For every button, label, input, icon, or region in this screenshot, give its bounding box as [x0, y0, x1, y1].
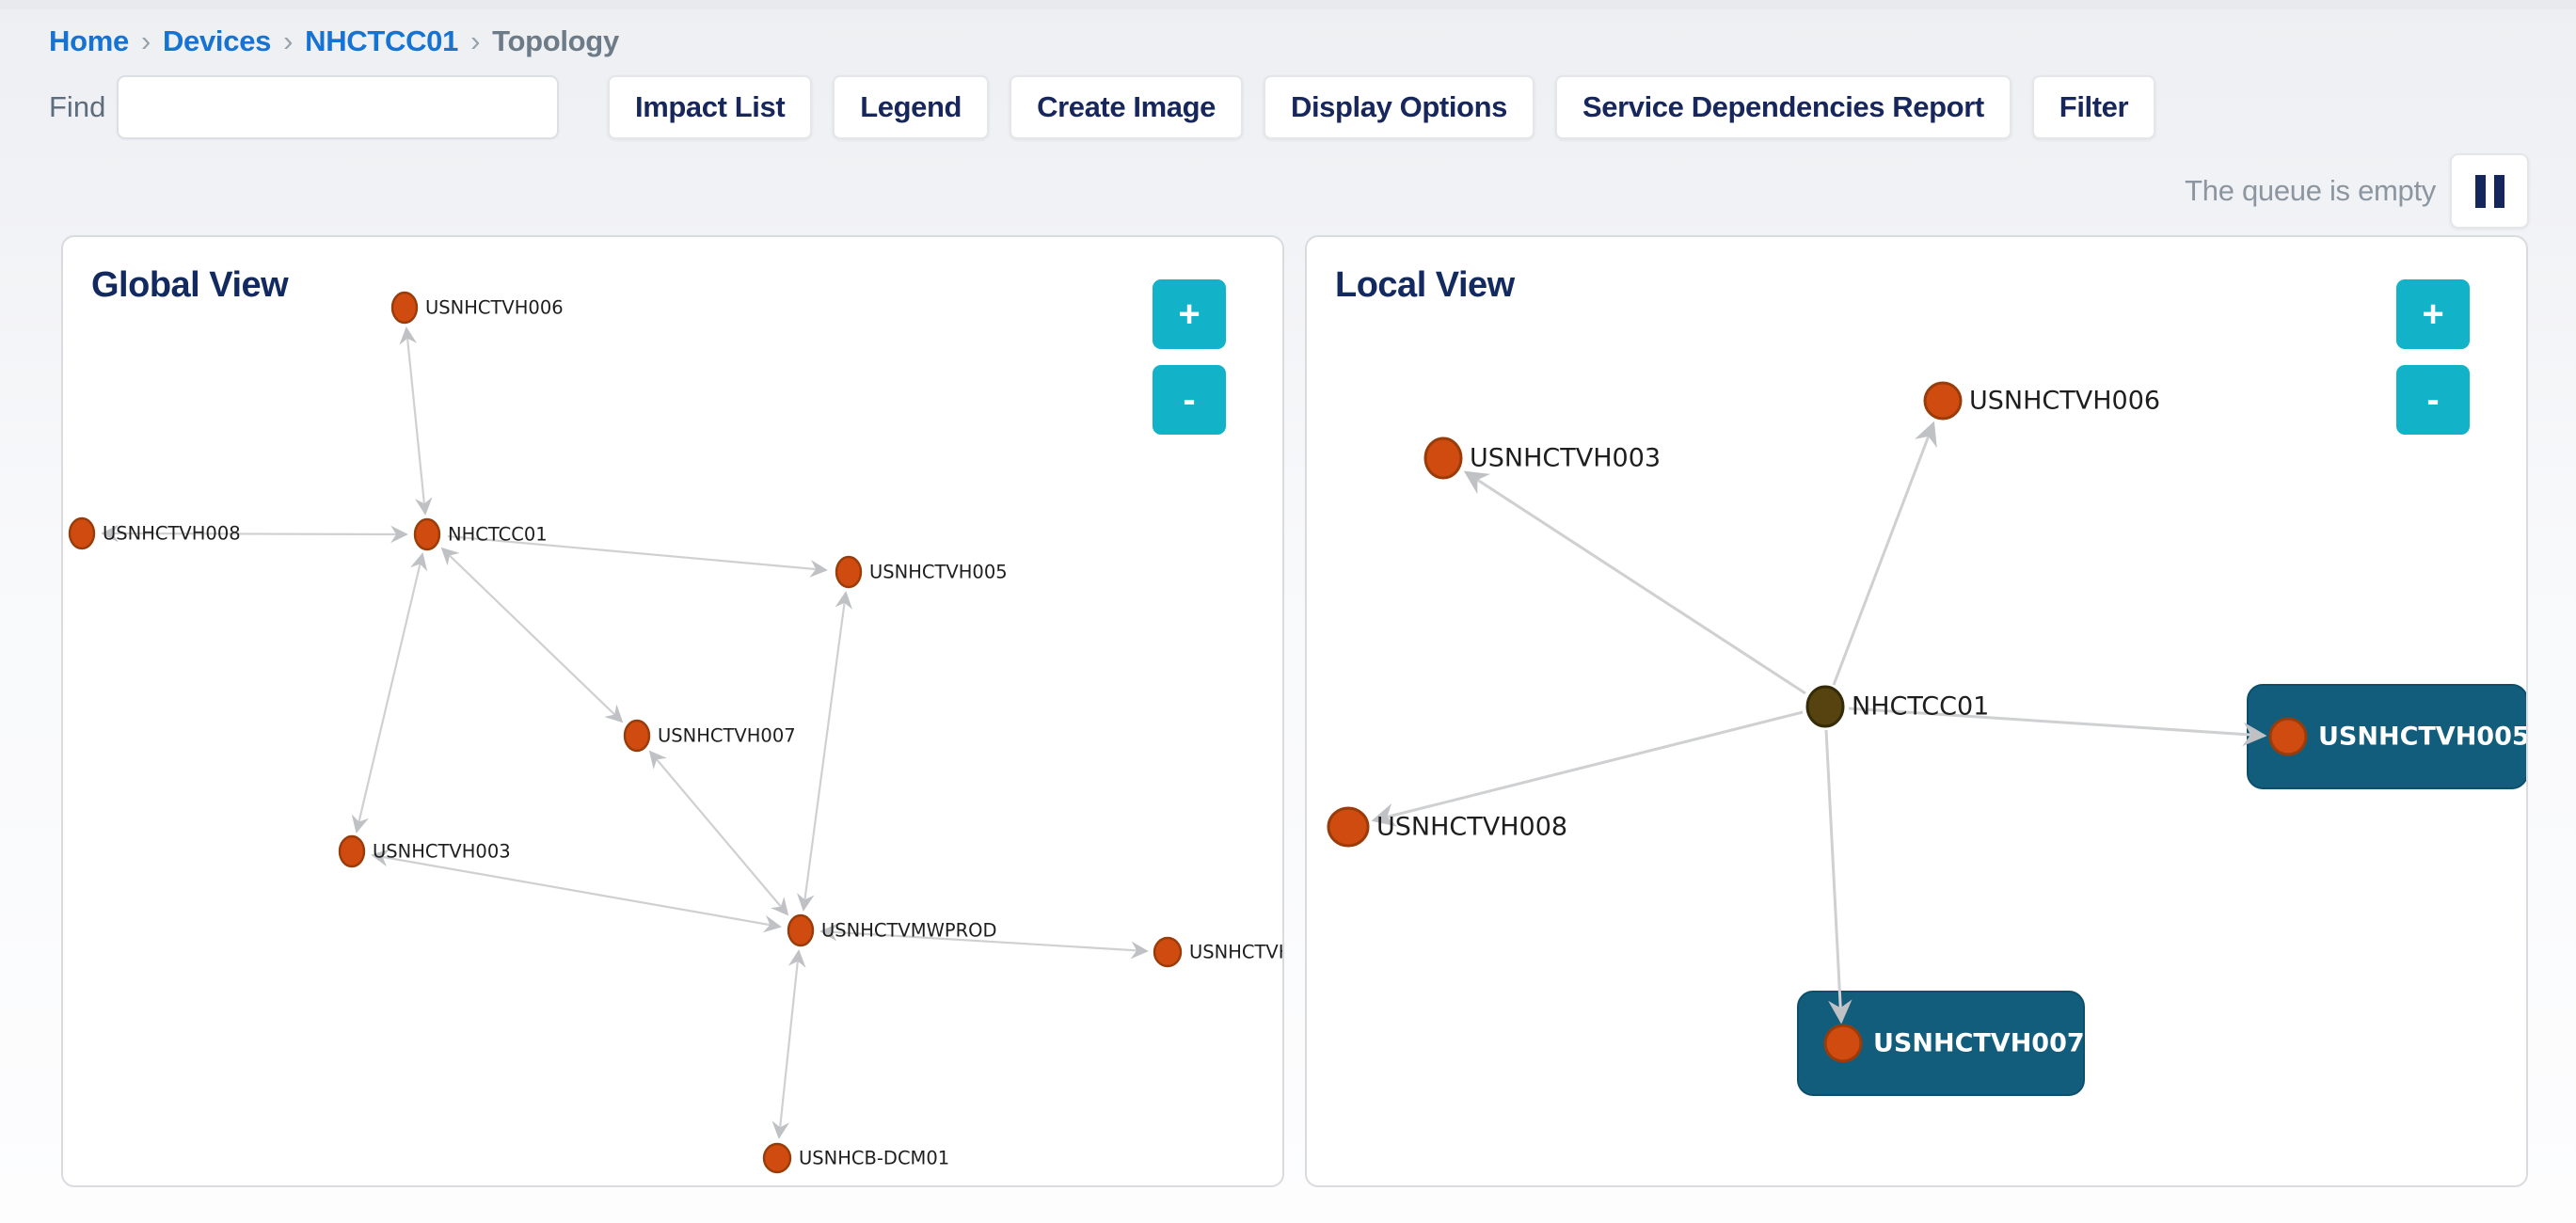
- node-label-USNHCTVH008: USNHCTVH008: [103, 523, 241, 545]
- topology-edge-USNHCTVH007-USNHCTVMWPROD: [648, 750, 789, 916]
- find-label: Find: [49, 90, 106, 123]
- global-view-title: Global View: [91, 265, 289, 305]
- breadcrumb-separator: ›: [470, 24, 481, 57]
- queue-pause-button[interactable]: [2450, 153, 2529, 229]
- topology-edge-NHCTCC01-USNHCTVH007: [440, 547, 624, 723]
- breadcrumb-separator: ›: [283, 24, 294, 57]
- breadcrumb-separator: ›: [140, 24, 151, 57]
- node-label-USNHCTVH005: USNHCTVH005: [2318, 723, 2526, 752]
- node-label-USNHCTVH003: USNHCTVH003: [373, 841, 511, 863]
- breadcrumb-item-topology: Topology: [492, 24, 619, 57]
- topology-edge-NHCTCC01-USNHCTVH003: [351, 552, 428, 834]
- node-USNHCTVH003[interactable]: [1423, 437, 1463, 480]
- local-view-title: Local View: [1335, 265, 1515, 305]
- find-input[interactable]: [117, 75, 560, 139]
- topology-edge-NHCTCC01-USNHCTVH008: [1371, 710, 1804, 827]
- node-label-USNHCTVMWPROD: USNHCTVMWPROD: [821, 920, 997, 942]
- toolbar: Impact List Legend Create Image Display Opt…: [608, 75, 2156, 139]
- filter-button[interactable]: Filter: [2031, 75, 2156, 139]
- node-label-USNHCTVH006: USNHCTVH006: [425, 297, 564, 319]
- topology-edge-NHCTCC01-USNHCTVH006: [399, 326, 433, 516]
- impact-list-button[interactable]: Impact List: [608, 75, 813, 139]
- node-USNHCTVH003[interactable]: [338, 834, 366, 868]
- topology-edge-USNHCTVH005-USNHCTVMWPROD: [796, 591, 853, 912]
- global-zoom-in-button[interactable]: +: [1153, 279, 1226, 349]
- node-USNHCTVH008[interactable]: [1327, 806, 1370, 848]
- queue-row: The queue is empty: [2185, 153, 2529, 229]
- node-USNHCTVH005[interactable]: [835, 555, 863, 589]
- find-row: Find: [49, 75, 560, 139]
- pause-icon: [2474, 174, 2486, 208]
- breadcrumb-item-nhctcc01[interactable]: NHCTCC01: [305, 24, 459, 57]
- topology-edge-USNHCTVH008-NHCTCC01: [101, 524, 408, 544]
- node-label-NHCTCC01: NHCTCC01: [1852, 692, 1989, 722]
- node-label-USNHCTVH008: USNHCTVH008: [1376, 813, 1567, 842]
- local-zoom-in-button[interactable]: +: [2396, 279, 2470, 349]
- node-USNHCTVH0[interactable]: [1153, 936, 1183, 968]
- pause-icon: [2493, 174, 2504, 208]
- node-label-USNHCTVH007: USNHCTVH007: [658, 725, 796, 747]
- topology-edge-USNHCTVMWPROD-USNHCB-DCM01: [771, 949, 806, 1139]
- breadcrumb-item-devices[interactable]: Devices: [162, 24, 272, 57]
- node-USNHCTVH006[interactable]: [390, 291, 419, 325]
- node-label-USNHCTVH003: USNHCTVH003: [1470, 444, 1661, 473]
- service-dependencies-report-button[interactable]: Service Dependencies Report: [1554, 75, 2012, 139]
- topology-edge-NHCTCC01-USNHCTVH005: [447, 534, 828, 578]
- node-NHCTCC01[interactable]: [413, 517, 441, 551]
- node-label-USNHCTVH0: USNHCTVH0: [1189, 942, 1282, 963]
- breadcrumb-item-home[interactable]: Home: [49, 24, 129, 57]
- topology-edge-USNHCTVH003-USNHCTVMWPROD: [371, 849, 782, 933]
- node-label-USNHCTVH007: USNHCTVH007: [1873, 1029, 2085, 1058]
- node-label-NHCTCC01: NHCTCC01: [448, 524, 548, 546]
- local-zoom-out-button[interactable]: -: [2396, 365, 2470, 435]
- global-zoom-out-button[interactable]: -: [1153, 365, 1226, 435]
- node-USNHCTVH007[interactable]: [623, 719, 651, 753]
- top-strip: [0, 0, 2576, 9]
- topology-edge-NHCTCC01-USNHCTVH006: [1832, 421, 1937, 686]
- topology-edge-USNHCTVMWPROD-USNHCTVH0: [819, 923, 1149, 960]
- node-USNHCTVH005[interactable]: [2268, 717, 2308, 756]
- node-label-USNHCTVH005: USNHCTVH005: [869, 562, 1008, 583]
- local-topology-graph[interactable]: USNHCTVH003 USNHCTVH006NHCTCC01USNHCTVH00…: [1307, 237, 2526, 1185]
- display-options-button[interactable]: Display Options: [1263, 75, 1534, 139]
- legend-button[interactable]: Legend: [833, 75, 990, 139]
- node-label-USNHCB-DCM01: USNHCB-DCM01: [799, 1148, 949, 1169]
- node-USNHCTVH007[interactable]: [1823, 1024, 1863, 1063]
- queue-status-text: The queue is empty: [2185, 174, 2436, 207]
- node-USNHCTVH006[interactable]: [1923, 381, 1963, 421]
- topology-edge-NHCTCC01-USNHCTVH003: [1463, 470, 1806, 695]
- node-label-USNHCTVH006: USNHCTVH006: [1969, 387, 2160, 416]
- node-USNHCTVH008[interactable]: [68, 516, 96, 550]
- breadcrumb: Home › Devices › NHCTCC01 › Topology: [49, 24, 619, 58]
- create-image-button[interactable]: Create Image: [1010, 75, 1243, 139]
- topology-edge-NHCTCC01-USNHCTVH005: [1848, 707, 2267, 747]
- node-USNHCB-DCM01[interactable]: [762, 1142, 792, 1174]
- node-USNHCTVMWPROD[interactable]: [787, 913, 815, 947]
- topology-edge-NHCTCC01-USNHCTVH007: [1824, 729, 1852, 1024]
- highlight-box-USNHCTVH007[interactable]: [1797, 991, 2085, 1096]
- node-NHCTCC01[interactable]: [1805, 685, 1845, 728]
